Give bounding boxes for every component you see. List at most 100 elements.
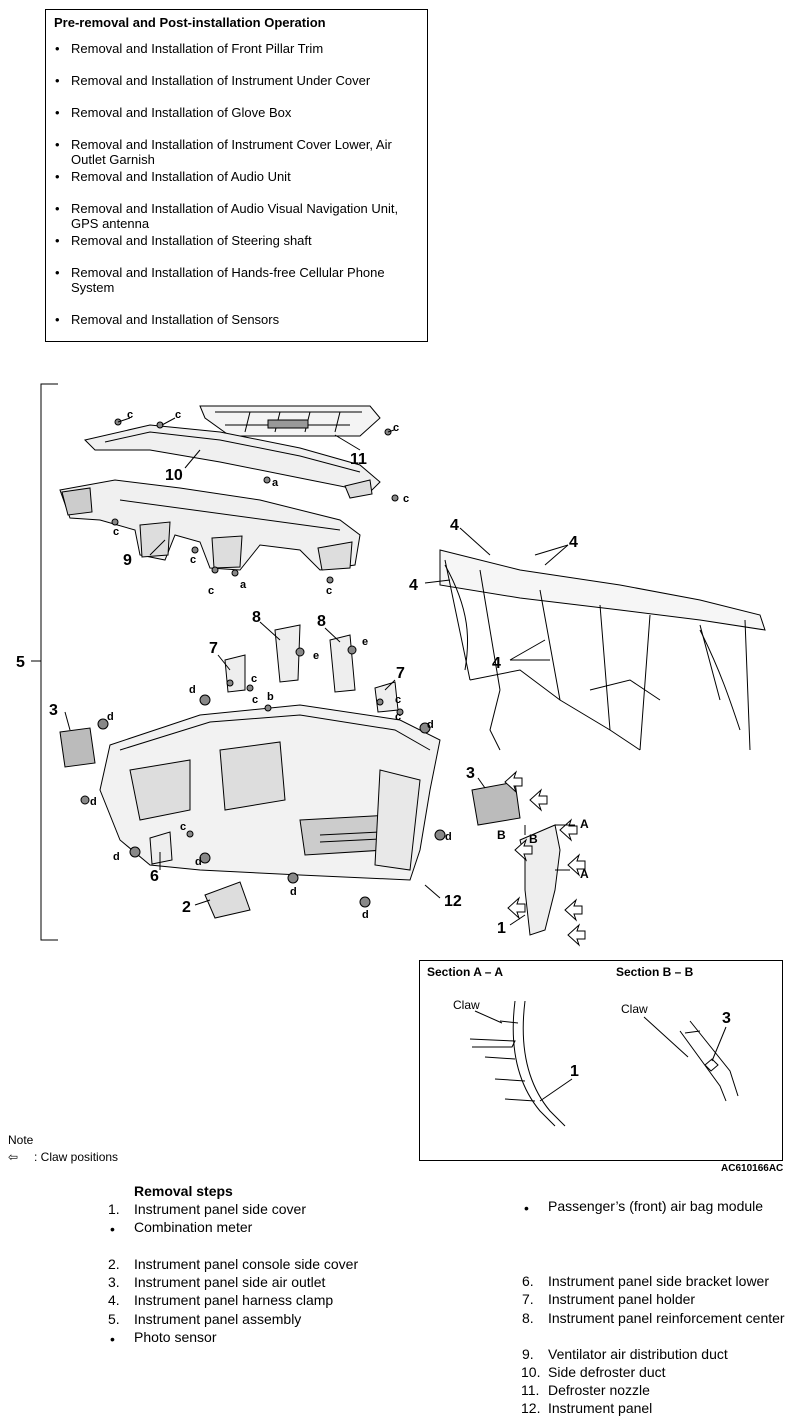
pre-removal-item: •Removal and Installation of Front Pilla…	[55, 41, 324, 56]
fastener-label-a: a	[272, 477, 279, 489]
note-label: Note	[8, 1133, 34, 1147]
removal-step: 5.Instrument panel assembly	[108, 1311, 302, 1327]
screws	[80, 418, 446, 908]
fastener-label-d: d	[427, 719, 434, 731]
section-mark-b: B	[497, 828, 506, 842]
part-label-4: 4	[409, 577, 418, 594]
fastener-label-a: a	[240, 579, 247, 591]
harness-clamp-frame	[439, 549, 766, 751]
fastener-label-c: c	[326, 585, 332, 597]
bullet-icon: •	[55, 233, 60, 248]
part-label-8: 8	[252, 609, 261, 626]
side-bracket-lower	[149, 831, 173, 865]
fastener-label-c: c	[251, 673, 257, 685]
section-mark-a: A	[580, 817, 589, 831]
part-label-6: 6	[150, 868, 159, 885]
reinforcement-center-left	[274, 624, 301, 683]
removal-step: 2.Instrument panel console side cover	[108, 1256, 359, 1272]
fastener-label-d: d	[107, 711, 114, 723]
fastener-label-d: d	[290, 886, 297, 898]
section-mark-b: B	[529, 832, 538, 846]
claw-positions-note: ⇦: Claw positions	[8, 1150, 119, 1164]
fastener-label-c: c	[395, 711, 401, 723]
removal-step: 12.Instrument panel	[521, 1400, 653, 1416]
side-air-outlet-right	[471, 781, 521, 826]
pre-removal-item: •Removal and Installation of Instrument …	[55, 73, 371, 88]
pre-removal-item: •Removal and Installation of Glove Box	[55, 105, 292, 120]
fastener-label-c: c	[252, 694, 258, 706]
part-label-4: 4	[450, 517, 459, 534]
removal-steps-title: Removal steps	[134, 1183, 233, 1199]
pre-removal-item: •Removal and Installation of Sensors	[55, 312, 280, 327]
section-part-1: 1	[570, 1063, 579, 1080]
part-label-3: 3	[466, 765, 475, 782]
pre-removal-item: •Removal and Installation of Audio Unit	[55, 169, 291, 184]
section-part-3: 3	[722, 1010, 731, 1027]
bullet-icon: •	[55, 201, 60, 216]
fastener-label-d: d	[445, 831, 452, 843]
pre-removal-title: Pre-removal and Post-installation Operat…	[54, 15, 326, 30]
bullet-icon: •	[55, 41, 60, 56]
section-mark-a: A	[580, 867, 589, 881]
removal-step: 4.Instrument panel harness clamp	[108, 1292, 334, 1308]
part-label-12: 12	[444, 893, 462, 910]
claw-arrows	[504, 770, 586, 947]
fastener-label-d: d	[195, 856, 202, 868]
removal-step: •Combination meter	[110, 1219, 253, 1237]
pre-removal-item: •Removal and Installation of Steering sh…	[55, 233, 312, 248]
bullet-icon: •	[55, 265, 60, 280]
fastener-label-c: c	[127, 409, 133, 421]
pre-removal-box: Pre-removal and Post-installation Operat…	[45, 9, 428, 342]
pre-removal-item: •Removal and Installation of Instrument …	[55, 137, 392, 167]
bullet-icon: •	[55, 73, 60, 88]
fastener-label-b: b	[267, 691, 274, 703]
defroster-nozzle	[199, 405, 381, 437]
fastener-label-e: e	[313, 650, 319, 662]
claw-label-b: Claw	[621, 1002, 648, 1016]
section-box: Section A – A Section B – B Claw Claw 1 …	[419, 960, 783, 1161]
claw-label-a: Claw	[453, 998, 480, 1012]
part-label-7: 7	[396, 665, 405, 682]
fastener-label-c: c	[395, 694, 401, 706]
part-label-11: 11	[350, 451, 367, 468]
fastener-label-d: d	[362, 909, 369, 921]
removal-step: 1.Instrument panel side cover	[108, 1201, 306, 1217]
part-label-5: 5	[16, 654, 25, 671]
ventilator-duct	[59, 479, 361, 571]
part-label-3: 3	[49, 702, 58, 719]
removal-step: 11.Defroster nozzle	[521, 1382, 650, 1398]
hollow-arrow-icon: ⇦	[8, 1150, 19, 1164]
fastener-label-c: c	[190, 554, 196, 566]
reinforcement-center-right	[329, 634, 356, 693]
part-label-9: 9	[123, 552, 132, 569]
figure-code: AC610166AC	[721, 1163, 784, 1174]
bullet-icon: •	[55, 137, 60, 152]
exploded-diagram: 5	[16, 383, 766, 947]
fastener-label-c: c	[403, 493, 409, 505]
fastener-label-c: c	[175, 409, 181, 421]
fastener-label-d: d	[113, 851, 120, 863]
pre-removal-item: •Removal and Installation of Hands-free …	[55, 265, 385, 295]
fastener-label-c: c	[208, 585, 214, 597]
assembly-bracket	[40, 383, 58, 941]
removal-step: •Photo sensor	[110, 1329, 217, 1347]
part-label-4: 4	[492, 655, 501, 672]
section-b-title: Section B – B	[616, 965, 694, 979]
removal-step: 6.Instrument panel side bracket lower	[522, 1273, 769, 1289]
bullet-icon: •	[55, 312, 60, 327]
part-label-2: 2	[182, 899, 191, 916]
section-drawings: Claw Claw 1 3	[453, 998, 739, 1127]
side-air-outlet-left	[59, 727, 96, 768]
bullet-icon: •	[55, 169, 60, 184]
side-defroster-duct	[84, 424, 381, 499]
part-label-10: 10	[165, 467, 183, 484]
fastener-label-c: c	[180, 821, 186, 833]
fastener-label-c: c	[113, 526, 119, 538]
fastener-label-e: e	[362, 636, 368, 648]
pre-removal-item: •Removal and Installation of Audio Visua…	[55, 201, 399, 231]
removal-step: 10.Side defroster duct	[521, 1364, 666, 1380]
removal-step: 8.Instrument panel reinforcement center	[522, 1310, 785, 1326]
fastener-label-d: d	[189, 684, 196, 696]
removal-step: 3.Instrument panel side air outlet	[108, 1274, 326, 1290]
panel-holder-left	[224, 654, 246, 693]
